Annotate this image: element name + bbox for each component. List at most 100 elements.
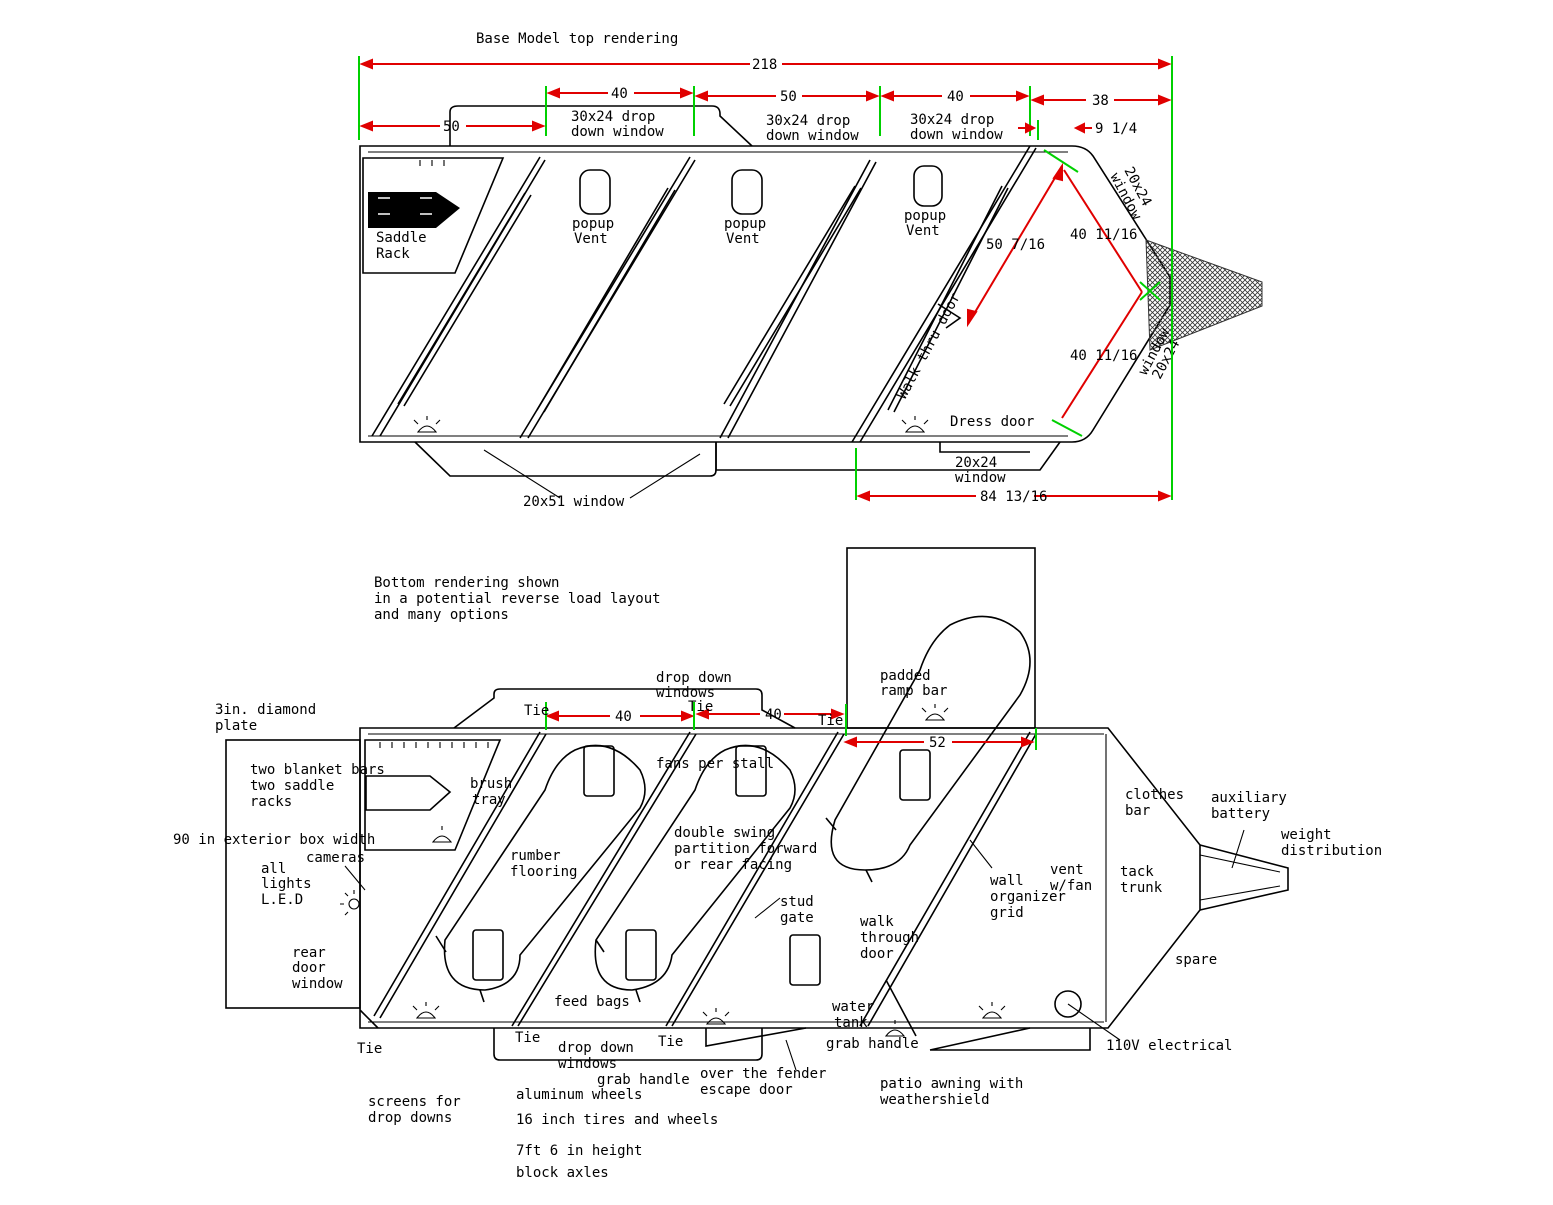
exterior-width-label: 90 in exterior box width bbox=[173, 832, 375, 848]
screens-1: screens for bbox=[368, 1094, 461, 1110]
tie-label-5: Tie bbox=[658, 1034, 683, 1050]
vent-2-label-2: Vent bbox=[726, 231, 760, 247]
rubber-flooring-1: rumber bbox=[510, 848, 561, 864]
screens-2: drop downs bbox=[368, 1110, 452, 1126]
vent-1-label-1: popup bbox=[572, 216, 614, 232]
water-tank-2: tank bbox=[834, 1015, 868, 1031]
dim-38: 38 bbox=[1092, 93, 1109, 109]
walk-through-door-3: door bbox=[860, 946, 894, 962]
rear-door-window-1: rear bbox=[292, 945, 326, 961]
aux-battery-1: auxiliary bbox=[1211, 790, 1287, 806]
top-trailer-outline bbox=[359, 105, 1171, 477]
diamond-plate-1: 3in. diamond bbox=[215, 702, 316, 718]
diamond-plate-2: plate bbox=[215, 718, 257, 734]
drop-window-2-label-1: 30x24 drop bbox=[766, 113, 850, 129]
grab-handle-left: grab handle bbox=[597, 1072, 690, 1088]
walk-through-door-edge bbox=[885, 979, 917, 1037]
wall-grid-2: organizer bbox=[990, 889, 1066, 905]
tack-compartment bbox=[364, 739, 502, 851]
dim-overall: 218 bbox=[752, 57, 777, 73]
ramp-box bbox=[846, 547, 1036, 729]
wall-grid-1: wall bbox=[990, 873, 1024, 889]
fender-door-2: escape door bbox=[700, 1082, 793, 1098]
top-dimension-lines bbox=[359, 58, 1172, 502]
spare-label: spare bbox=[1175, 952, 1217, 968]
weight-dist-1: weight bbox=[1281, 827, 1332, 843]
cameras-label: cameras bbox=[306, 850, 365, 866]
stud-gate-1: stud bbox=[780, 894, 814, 910]
blanket-bars-2: two saddle bbox=[250, 778, 334, 794]
dim-50-7-16: 50 7/16 bbox=[986, 237, 1045, 253]
blanket-bars-3: racks bbox=[250, 794, 292, 810]
vent-2-label-1: popup bbox=[724, 216, 766, 232]
walk-through-door-2: through bbox=[860, 930, 919, 946]
bottom-stall-dividers bbox=[373, 731, 1037, 1027]
bottom-extension-lines bbox=[545, 702, 1037, 750]
electrical-outlet bbox=[1054, 990, 1082, 1018]
vent-fan-1: vent bbox=[1050, 862, 1084, 878]
top-floor-lights bbox=[413, 416, 929, 433]
grab-handle-right: grab handle bbox=[826, 1036, 919, 1052]
tires-label: 16 inch tires and wheels bbox=[516, 1112, 718, 1128]
dim-9-1-4: 9 1/4 bbox=[1095, 121, 1137, 137]
drop-down-windows-bottom-2: windows bbox=[558, 1056, 617, 1072]
awning-1: patio awning with bbox=[880, 1076, 1023, 1092]
top-stall-dividers bbox=[371, 145, 1037, 443]
hitch-mesh bbox=[1145, 239, 1263, 351]
vent-3-label-2: Vent bbox=[906, 223, 940, 239]
awning-2: weathershield bbox=[880, 1092, 990, 1108]
rear-door-window-3: window bbox=[292, 976, 343, 992]
lights-label-3: L.E.D bbox=[261, 892, 303, 908]
tie-label-3: Tie bbox=[818, 713, 843, 729]
intro-line-2: in a potential reverse load layout bbox=[374, 591, 661, 607]
walk-through-door-1: walk bbox=[860, 914, 894, 930]
lights-label-1: all bbox=[261, 861, 286, 877]
rear-door-box bbox=[225, 739, 361, 1009]
drop-down-windows-top-1: drop down bbox=[656, 670, 732, 686]
walk-thru-door bbox=[937, 303, 962, 329]
clothes-bar-2: bar bbox=[1125, 803, 1150, 819]
tie-label-2: Tie bbox=[688, 699, 713, 715]
bottom-dim-40-a: 40 bbox=[615, 709, 632, 725]
vent-1-label-2: Vent bbox=[574, 231, 608, 247]
water-tank-1: water bbox=[832, 999, 874, 1015]
dim-40-b: 40 bbox=[947, 89, 964, 105]
blanket-bars-1: two blanket bars bbox=[250, 762, 385, 778]
tie-label-4: Tie bbox=[515, 1030, 540, 1046]
walk-thru-door-label: Walk thru door bbox=[894, 290, 964, 402]
drop-window-2-label-2: down window bbox=[766, 128, 859, 144]
padded-ramp-bar-1: padded bbox=[880, 668, 931, 684]
bottom-dimension-lines bbox=[545, 708, 1035, 748]
dim-40-11-16-b: 40 11/16 bbox=[1070, 348, 1137, 364]
height-label: 7ft 6 in height bbox=[516, 1143, 642, 1159]
lights-label-2: lights bbox=[261, 876, 312, 892]
partition-2: partition forward bbox=[674, 841, 817, 857]
brush-tray-1: brush bbox=[470, 776, 512, 792]
vent-fan-2: w/fan bbox=[1050, 878, 1092, 894]
feed-bags-label: feed bags bbox=[554, 994, 630, 1010]
bottom-vents bbox=[472, 745, 931, 986]
dim-40-a: 40 bbox=[611, 86, 628, 102]
aux-battery-2: battery bbox=[1211, 806, 1270, 822]
top-view: Base Model top rendering Saddle Rack bbox=[358, 31, 1263, 510]
dim-50-a: 50 bbox=[443, 119, 460, 135]
stud-gate-2: gate bbox=[780, 910, 814, 926]
bottom-dim-52: 52 bbox=[929, 735, 946, 751]
drop-window-1-label-2: down window bbox=[571, 124, 664, 140]
drop-down-windows-bottom-1: drop down bbox=[558, 1040, 634, 1056]
tack-trunk-1: tack bbox=[1120, 864, 1154, 880]
saddle-rack-label-2: Rack bbox=[376, 246, 410, 262]
bottom-view: Bottom rendering shown in a potential re… bbox=[173, 547, 1382, 1181]
rear-door-window-2: door bbox=[292, 960, 326, 976]
aluminum-wheels-label: aluminum wheels bbox=[516, 1087, 642, 1103]
partition-3: or rear facing bbox=[674, 857, 792, 873]
drop-window-3-label-2: down window bbox=[910, 127, 1003, 143]
vent-3-label-1: popup bbox=[904, 208, 946, 224]
drop-down-windows-top-2: windows bbox=[656, 685, 715, 701]
intro-line-1: Bottom rendering shown bbox=[374, 575, 559, 591]
tack-trunk-2: trunk bbox=[1120, 880, 1163, 896]
tie-label-1: Tie bbox=[524, 703, 549, 719]
clothes-bar-1: clothes bbox=[1125, 787, 1184, 803]
saddle-rack bbox=[362, 157, 505, 274]
